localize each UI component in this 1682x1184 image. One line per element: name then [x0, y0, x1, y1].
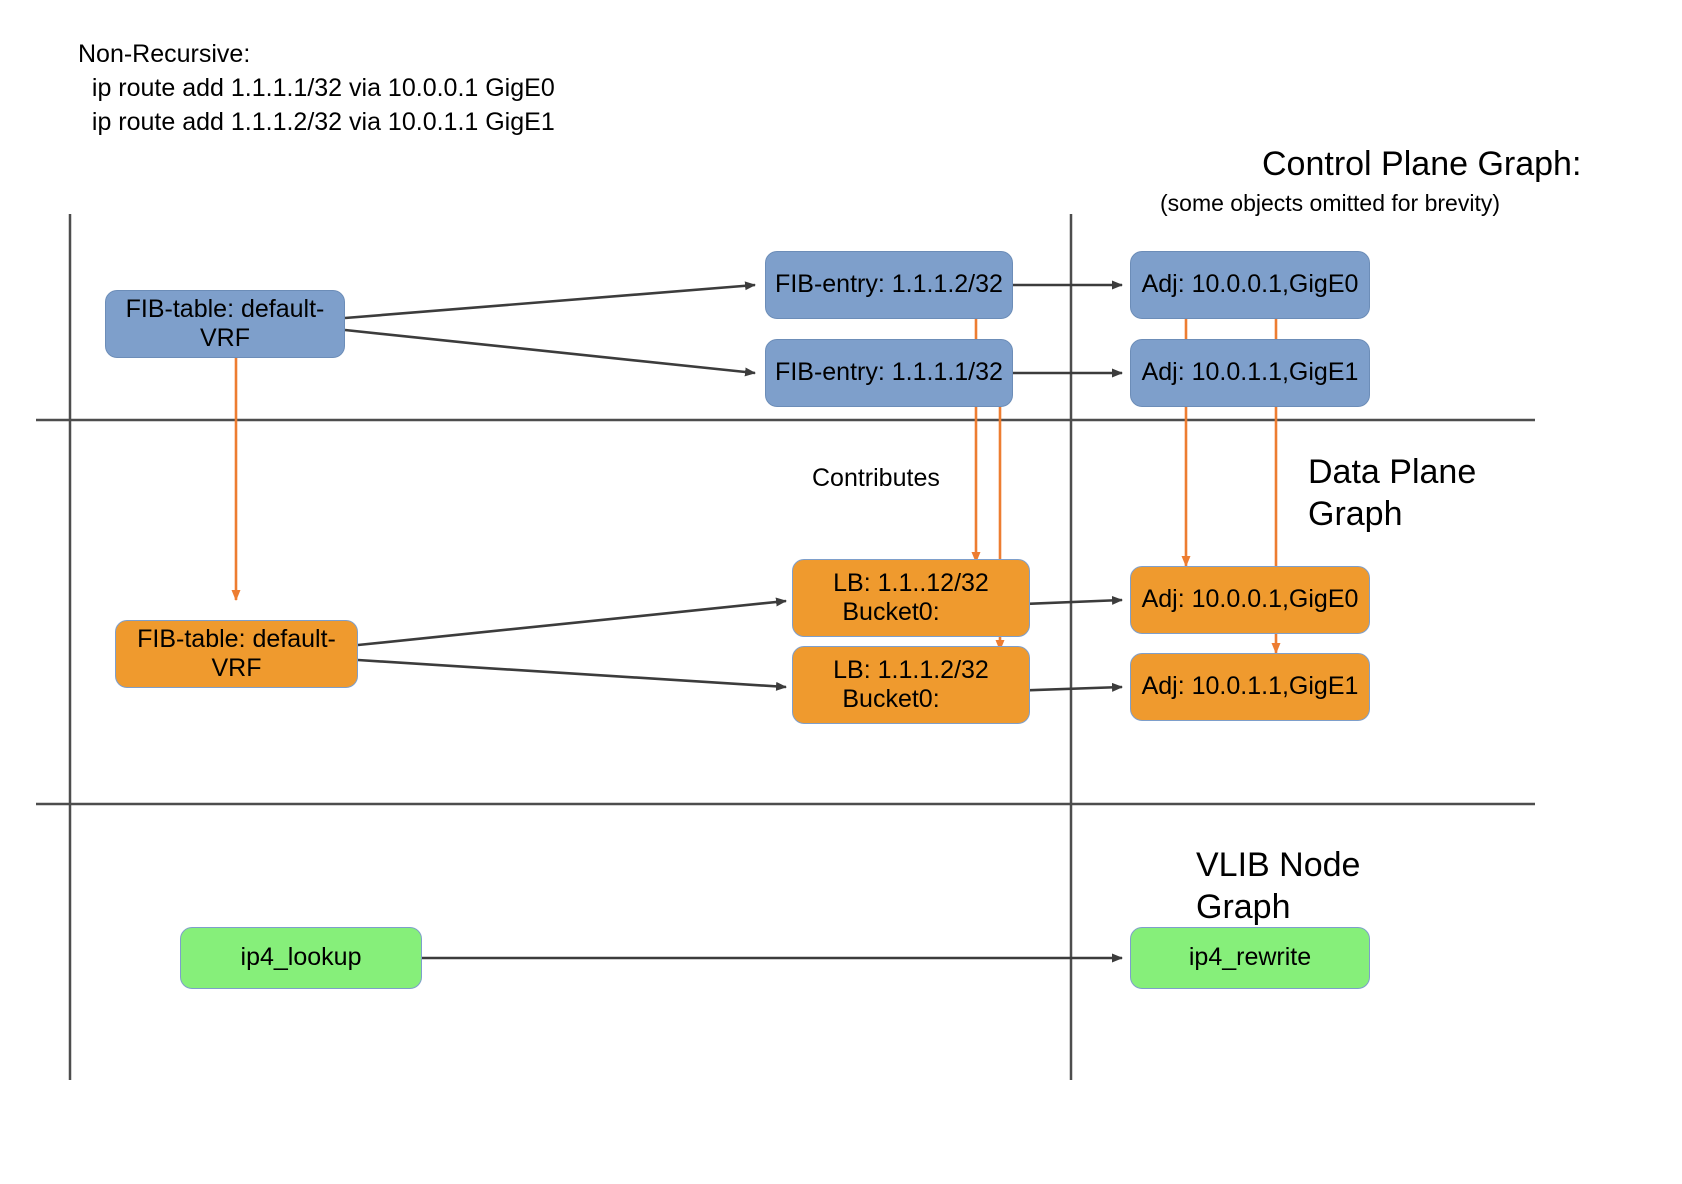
edge-fibtable-to-entry-upper [344, 281, 756, 320]
node-control-fib-table-label: FIB-table: default-VRF [125, 294, 325, 353]
node-control-fib-entry-upper-label: FIB-entry: 1.1.1.2/32 [775, 270, 1003, 299]
control-plane-graph-subtitle: (some objects omitted for brevity) [1160, 190, 1501, 216]
node-control-adj-lower-label: Adj: 10.0.1.1,GigE1 [1141, 358, 1359, 387]
contributes-label: Contributes [812, 464, 940, 492]
edge-fibtable-to-entry-lower [344, 328, 756, 377]
node-control-fib-entry-lower[interactable]: FIB-entry: 1.1.1.1/32 [765, 339, 1013, 407]
vlib-node-graph-title-line1: VLIB Node [1196, 846, 1361, 884]
node-control-adj-upper-label: Adj: 10.0.0.1,GigE0 [1141, 270, 1359, 299]
node-data-adj-lower-label: Adj: 10.0.1.1,GigE1 [1141, 672, 1359, 701]
node-data-lb-lower[interactable]: LB: 1.1.1.2/32 Bucket0: [792, 646, 1030, 724]
node-vlib-ip4-rewrite[interactable]: ip4_rewrite [1130, 927, 1370, 989]
node-data-lb-lower-bucket: Bucket0: [842, 685, 940, 713]
node-data-fib-table-label: FIB-table: default-VRF [137, 624, 336, 683]
node-control-adj-upper[interactable]: Adj: 10.0.0.1,GigE0 [1130, 251, 1370, 319]
edge-dp-fibtable-to-lb-upper [357, 597, 787, 647]
node-data-lb-upper[interactable]: LB: 1.1..12/32 Bucket0: [792, 559, 1030, 637]
data-plane-graph-title-line1: Data Plane [1308, 453, 1477, 491]
node-data-lb-lower-label: LB: 1.1.1.2/32 [833, 655, 989, 684]
node-data-lb-upper-label: LB: 1.1..12/32 [833, 568, 989, 597]
data-plane-graph-title-line2: Graph [1308, 495, 1403, 533]
node-data-fib-table[interactable]: FIB-table: default-VRF [115, 620, 358, 688]
node-control-fib-entry-lower-label: FIB-entry: 1.1.1.1/32 [775, 358, 1003, 387]
node-vlib-ip4-rewrite-label: ip4_rewrite [1188, 943, 1312, 972]
node-control-fib-entry-upper[interactable]: FIB-entry: 1.1.1.2/32 [765, 251, 1013, 319]
header-line-route-2: ip route add 1.1.1.2/32 via 10.0.1.1 Gig… [78, 108, 555, 136]
node-control-fib-table[interactable]: FIB-table: default-VRF [105, 290, 345, 358]
edge-dp-fibtable-to-lb-lower [357, 658, 787, 691]
control-plane-graph-title: Control Plane Graph: [1262, 145, 1582, 183]
node-vlib-ip4-lookup[interactable]: ip4_lookup [180, 927, 422, 989]
node-data-adj-upper-label: Adj: 10.0.0.1,GigE0 [1141, 585, 1359, 614]
node-vlib-ip4-lookup-label: ip4_lookup [240, 943, 362, 972]
node-data-lb-upper-bucket: Bucket0: [842, 598, 940, 626]
header-line-non-recursive: Non-Recursive: [78, 40, 251, 68]
node-data-adj-lower[interactable]: Adj: 10.0.1.1,GigE1 [1130, 653, 1370, 721]
vlib-node-graph-title-line2: Graph [1196, 888, 1291, 926]
node-data-adj-upper[interactable]: Adj: 10.0.0.1,GigE0 [1130, 566, 1370, 634]
node-control-adj-lower[interactable]: Adj: 10.0.1.1,GigE1 [1130, 339, 1370, 407]
header-line-route-1: ip route add 1.1.1.1/32 via 10.0.0.1 Gig… [78, 74, 555, 102]
